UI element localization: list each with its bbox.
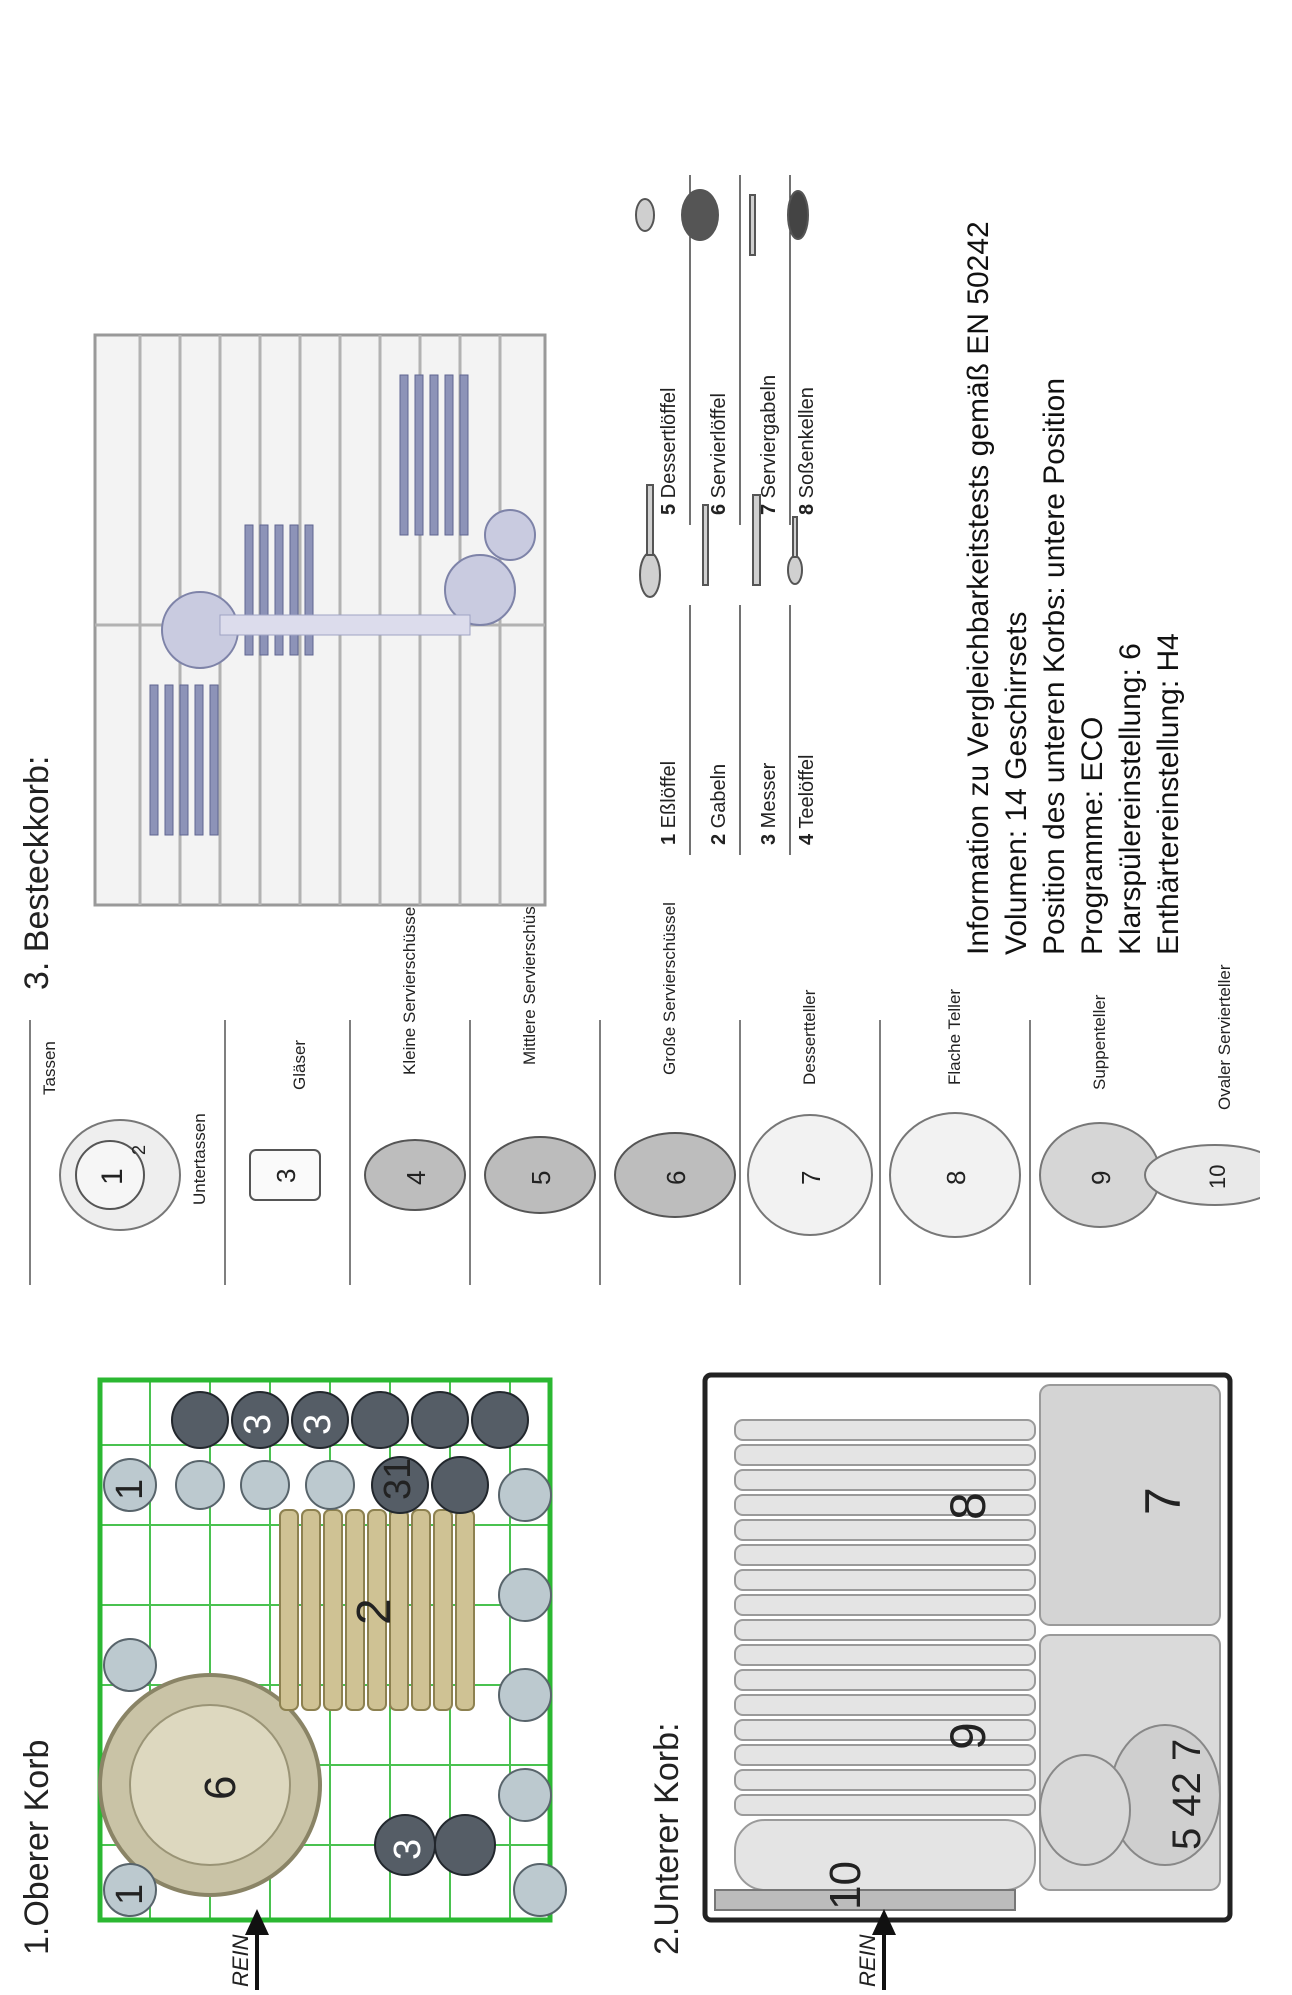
legend-label-flache: Flache Teller <box>945 988 964 1085</box>
cutlery-num-5: 5 <box>658 503 680 515</box>
label-glass-3c: 3 <box>297 1414 339 1435</box>
label-31: 31 <box>377 1458 419 1500</box>
legend-num-3: 3 <box>271 1169 301 1183</box>
legend-num-2: 2 <box>129 1145 149 1155</box>
fork-icon <box>702 504 709 586</box>
legend-label-oval: Ovaler Servierteller <box>1215 964 1234 1111</box>
legend-num-7: 7 <box>796 1171 826 1185</box>
cutlery-basket-title: 3. Besteckkorb: <box>18 755 56 990</box>
info-line-1: Information zu Vergleichbarkeitstests ge… <box>962 221 995 955</box>
upper-arrow-line <box>255 1930 259 1990</box>
label-bowl-2: 2 <box>348 1598 401 1625</box>
label-glass-3b: 3 <box>237 1414 279 1435</box>
cutlery-item-2: 2 Gabeln <box>708 764 731 845</box>
legend-num-6: 6 <box>661 1171 691 1185</box>
label-cup-1: 1 <box>109 1884 151 1905</box>
lower-rein-label: REIN <box>855 1934 880 1987</box>
legend-num-9: 9 <box>1086 1171 1116 1185</box>
serving-fork-icon <box>749 194 756 256</box>
lower-arrow-head-icon <box>872 1909 896 1935</box>
legend-num-5: 5 <box>526 1171 556 1185</box>
legend-label-grosse: Große Servierschüssel <box>660 902 679 1075</box>
cutlery-num-7: 7 <box>758 503 780 515</box>
cutlery-legend: 1 Eßlöffel 2 Gabeln 3 Messer 4 Teelöffel… <box>600 0 818 855</box>
legend-num-1: 1 <box>96 1168 129 1185</box>
info-line-4: Programme: ECO <box>1076 716 1109 955</box>
knife-icon <box>752 494 761 586</box>
cutlery-item-7: 7 Serviergabeln <box>758 375 781 515</box>
dish-legend: 1 2 3 4 5 6 7 8 9 10 <box>20 1015 1286 1285</box>
legend-label-tassen: Tassen <box>40 1041 59 1095</box>
cutlery-item-3: 3 Messer <box>758 763 781 845</box>
lower-basket-title: 2.Unterer Korb: <box>648 1722 686 1955</box>
cutlery-label-2: Gabeln <box>708 763 730 829</box>
upper-arrow-head-icon <box>245 1909 269 1935</box>
ladle-icon <box>787 190 809 240</box>
cutlery-label-1: Eßlöffel <box>658 760 680 829</box>
cutlery-label-8: Soßenkellen <box>796 387 818 499</box>
cutlery-num-3: 3 <box>758 833 780 845</box>
info-line-2: Volumen: 14 Geschirrsets <box>1000 611 1033 956</box>
legend-label-dessertteller: Dessertteller <box>800 989 819 1085</box>
teaspoon-icon <box>787 555 803 585</box>
label-bowls: 5 42 7 <box>1165 1739 1209 1850</box>
cutlery-label-4: Teelöffel <box>796 754 818 829</box>
legend-label-untertassen: Untertassen <box>190 1113 209 1205</box>
cutlery-item-8: 8 Soßenkellen <box>796 387 819 515</box>
info-block: Information zu Vergleichbarkeitstests ge… <box>960 15 1188 955</box>
upper-basket-title: 1.Oberer Korb <box>18 1739 56 1955</box>
cutlery-num-6: 6 <box>708 503 730 515</box>
cutlery-basket-figure <box>70 305 570 935</box>
cutlery-num-1: 1 <box>658 833 680 845</box>
cutlery-label-5: Dessertlöffel <box>658 387 680 499</box>
info-line-3: Position des unteren Korbs: untere Posit… <box>1038 377 1071 955</box>
legend-num-8: 8 <box>941 1171 971 1185</box>
cutlery-label-3: Messer <box>758 762 780 829</box>
upper-rein-label: REIN <box>228 1934 253 1987</box>
cutlery-num-8: 8 <box>796 503 818 515</box>
upper-basket-figure: 6 2 1 1 3 3 3 31 <box>70 1375 570 1925</box>
cutlery-label-6: Servierlöffel <box>708 393 730 499</box>
label-dinner-8: 8 <box>940 1492 996 1520</box>
legend-num-4: 4 <box>401 1171 431 1185</box>
cutlery-item-6: 6 Servierlöffel <box>708 393 731 515</box>
label-soup-9: 9 <box>940 1722 996 1750</box>
legend-label-suppenteller: Suppenteller <box>1090 994 1109 1090</box>
legend-label-glaeser: Gläser <box>290 1039 309 1090</box>
lower-basket-figure: 9 8 7 10 5 42 7 <box>700 1365 1240 1925</box>
cutlery-label-7: Serviergabeln <box>758 374 780 499</box>
cutlery-num-2: 2 <box>708 833 730 845</box>
serving-spoon-icon <box>681 189 719 241</box>
label-dessert-7: 7 <box>1135 1487 1191 1515</box>
label-plate-6: 6 <box>196 1776 245 1800</box>
info-line-6: Enthärtereinstellung: H4 <box>1152 633 1185 955</box>
label-cup-center: 1 <box>109 1479 151 1500</box>
tablespoon-icon <box>639 552 661 598</box>
cutlery-num-4: 4 <box>796 833 818 845</box>
lower-arrow-line <box>882 1930 886 1990</box>
cutlery-item-1: 1 Eßlöffel <box>658 761 681 845</box>
cutlery-item-4: 4 Teelöffel <box>796 755 819 845</box>
dessert-spoon-icon <box>635 198 655 232</box>
cutlery-item-5: 5 Dessertlöffel <box>658 388 681 515</box>
legend-num-10: 10 <box>1205 1165 1230 1189</box>
label-oval-10: 10 <box>821 1861 870 1910</box>
label-glass-3: 3 <box>387 1839 429 1860</box>
info-line-5: Klarspülereinstellung: 6 <box>1114 643 1147 955</box>
